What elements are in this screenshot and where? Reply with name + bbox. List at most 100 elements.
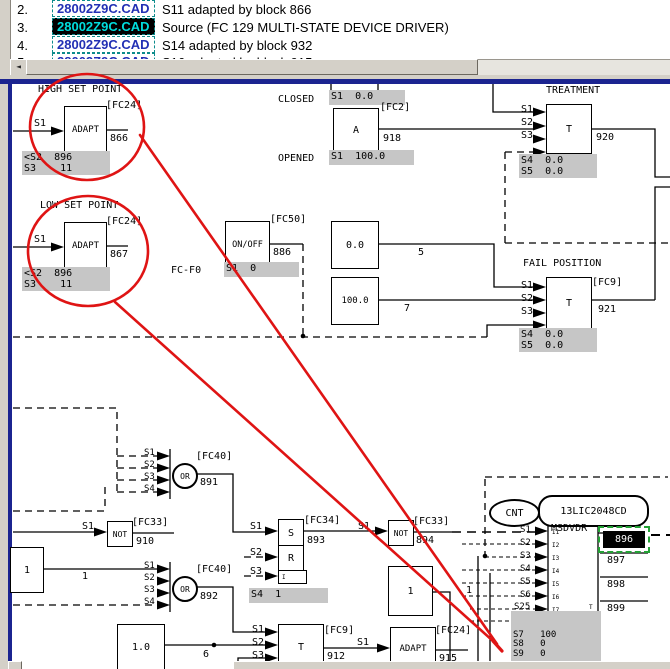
const-100-block[interactable]: 100.0 xyxy=(331,277,379,325)
input-label: S1 xyxy=(252,624,265,635)
input-label: S1 xyxy=(521,280,534,291)
io-mark: I4 xyxy=(552,568,560,575)
input-label: S1 xyxy=(82,521,95,532)
io-mark: T xyxy=(589,604,593,611)
input-label: S4 xyxy=(144,484,155,494)
input-label: S2 xyxy=(144,460,155,470)
io-mark: I7 xyxy=(552,608,559,614)
fc-label: [FC40] xyxy=(196,451,233,462)
fc-label: [FC9] xyxy=(592,277,623,288)
const-0-block[interactable]: 0.0 xyxy=(331,221,379,269)
fc-label: [FC50] xyxy=(270,214,307,225)
wire-label: 6 xyxy=(203,649,210,660)
t-921-block[interactable]: T xyxy=(546,277,592,329)
input-label: S3 xyxy=(521,306,534,317)
const-1-left-block[interactable]: 1 xyxy=(10,547,44,593)
or-891-block[interactable]: OR xyxy=(172,463,198,489)
fc-label: [FC24] xyxy=(106,216,143,227)
input-label: S3 xyxy=(144,472,155,482)
block-number: 899 xyxy=(607,603,626,614)
input-label: S1 xyxy=(144,561,155,571)
list-row-desc: S14 adapted by block 932 xyxy=(162,38,313,53)
io-mark: I3 xyxy=(552,555,560,562)
input-label: S2 xyxy=(250,547,263,558)
input-label: S5 xyxy=(520,577,531,587)
fc-label: [FC24] xyxy=(435,625,472,636)
block-number: 912 xyxy=(327,651,346,662)
input-label: S1 xyxy=(521,104,534,115)
input-label: S3 xyxy=(520,551,531,561)
input-label: S3 xyxy=(250,566,263,577)
input-label: S2 xyxy=(521,117,534,128)
t-920-block[interactable]: T xyxy=(546,104,592,154)
block-number: 886 xyxy=(273,247,292,258)
or-892-block[interactable]: OR xyxy=(172,576,198,602)
msdvdr-title: MSDVDR xyxy=(551,523,588,534)
block-number: 898 xyxy=(607,579,626,590)
fc-label: [FC9] xyxy=(324,625,355,636)
wire-label: 5 xyxy=(418,247,425,258)
block-number: 893 xyxy=(307,535,326,546)
input-label: S2 xyxy=(252,637,265,648)
input-label: S2 xyxy=(521,293,534,304)
sr-ext-cell: I xyxy=(278,570,307,584)
tag-oval[interactable]: 13LIC2048CD xyxy=(538,495,649,527)
block-number: 892 xyxy=(200,591,219,602)
left-splitter[interactable] xyxy=(0,0,11,79)
wire-label: 7 xyxy=(404,303,411,314)
cnt-oval: CNT xyxy=(489,499,540,527)
wire-label: S1 xyxy=(357,637,370,648)
adapt-866-block[interactable]: ADAPT xyxy=(64,106,107,153)
input-label: S6 xyxy=(520,590,531,600)
block-number: 897 xyxy=(607,555,626,566)
input-label: S3 xyxy=(252,650,265,661)
block-number: 921 xyxy=(598,304,617,315)
input-label: S3 xyxy=(521,130,534,141)
input-label: S1 xyxy=(34,234,47,245)
cad-file-link[interactable]: 28002Z9C.CAD xyxy=(52,36,155,53)
diagram-hscrollbar[interactable] xyxy=(233,661,670,669)
a-918-block[interactable]: A xyxy=(333,108,379,153)
value-highlight: S4 1 xyxy=(249,588,328,603)
io-mark: I1 xyxy=(552,529,560,536)
block-number: 915 xyxy=(439,653,458,664)
block-number: 891 xyxy=(200,477,219,488)
block-number: 920 xyxy=(596,132,615,143)
not-910-block[interactable]: NOT xyxy=(107,521,133,547)
horizontal-scrollbar-thumb[interactable] xyxy=(26,59,478,75)
list-row-number: 4. xyxy=(17,38,28,53)
block-number: 866 xyxy=(110,133,129,144)
list-row-desc: S11 adapted by block 866 xyxy=(162,2,312,17)
cad-file-link[interactable]: 28002Z9C.CAD xyxy=(52,0,155,17)
cad-file-link-selected[interactable]: 28002Z9C.CAD xyxy=(52,18,155,35)
input-label: S2 xyxy=(520,538,531,548)
block-number: 910 xyxy=(136,536,155,547)
window-left-border xyxy=(8,84,12,669)
input-label: S1 xyxy=(520,525,531,535)
io-mark: I2 xyxy=(552,542,560,549)
input-label: S2 xyxy=(144,573,155,583)
window-left-margin xyxy=(0,84,8,669)
opened-label: OPENED xyxy=(278,153,315,164)
scrollbar-corner[interactable] xyxy=(8,661,22,669)
low-setpoint-title: LOW SET POINT xyxy=(40,200,119,211)
list-row-number: 2. xyxy=(17,2,28,17)
panel-gap xyxy=(0,75,670,79)
fail-position-title: FAIL POSITION xyxy=(523,258,602,269)
input-label: S4 xyxy=(520,564,531,574)
const-1-0-block[interactable]: 1.0 xyxy=(117,624,165,669)
high-setpoint-title: HIGH SET POINT xyxy=(38,84,123,95)
sr-set-cell[interactable]: S xyxy=(278,519,304,547)
fcf0-label: FC-F0 xyxy=(171,265,202,276)
value-highlight: S1 0 xyxy=(224,262,299,277)
fc-label: [FC2] xyxy=(380,102,411,113)
output-896-selected[interactable]: 896 xyxy=(598,526,650,553)
fc-label: [FC33] xyxy=(413,516,450,527)
not-894-block[interactable]: NOT xyxy=(388,520,414,546)
